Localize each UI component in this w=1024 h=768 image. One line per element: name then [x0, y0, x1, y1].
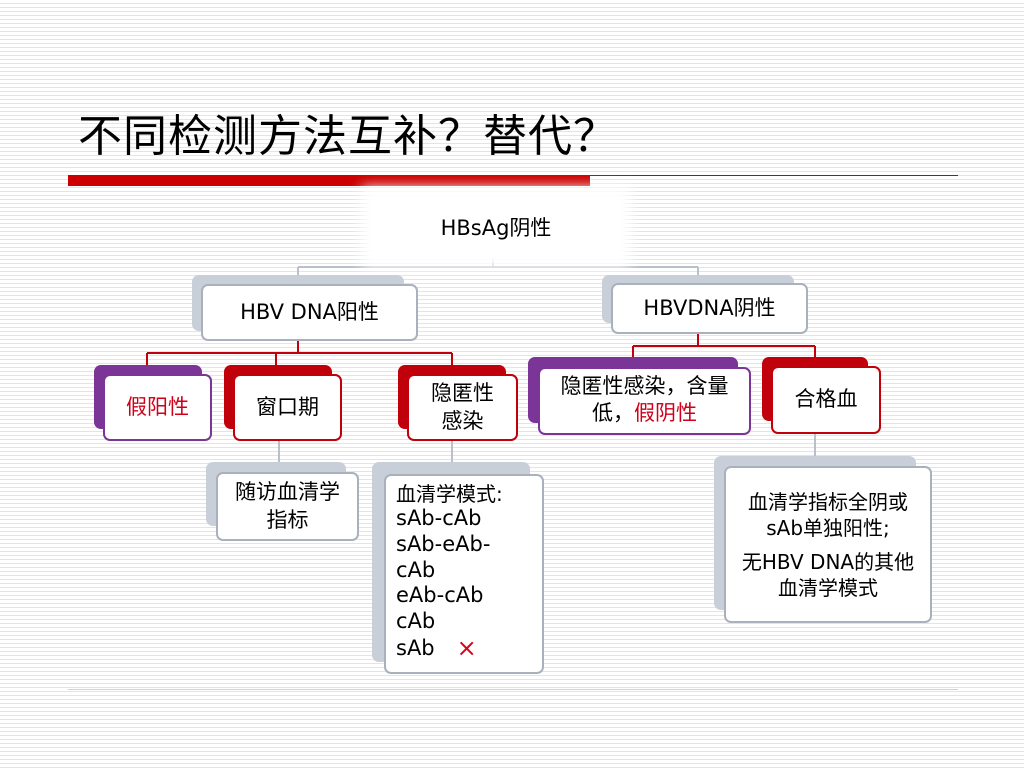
root-node: HBsAg阴性: [372, 197, 620, 257]
other-patterns-text: 无HBV DNA的其他血清学模式: [741, 549, 915, 600]
node-hbv-dna-positive: HBV DNA阳性: [201, 284, 418, 341]
node-window-period: 窗口期: [233, 374, 342, 441]
false-negative-text: 假阴性: [634, 401, 697, 426]
node-qualified-details: 血清学指标全阴或sAb单独阳性; 无HBV DNA的其他血清学模式: [724, 466, 932, 623]
page-title: 不同检测方法互补？替代？: [78, 111, 618, 162]
node-occult-infection: 隐匿性感染: [407, 374, 518, 441]
title-underline-line: [590, 175, 958, 176]
title-underline-bar: [68, 175, 590, 186]
node-follow-up: 随访血清学指标: [216, 472, 359, 541]
occult-low-text: 隐匿性感染，含量低，: [560, 374, 729, 426]
node-false-positive: 假阳性: [103, 374, 212, 441]
serology-pattern-item: sAb: [396, 636, 435, 661]
all-negative-text: 血清学指标全阴或sAb单独阳性;: [748, 489, 908, 540]
serology-pattern-item: cAb: [396, 608, 436, 633]
serology-pattern-item: sAb-cAb: [396, 506, 482, 531]
node-qualified-blood: 合格血: [771, 366, 881, 434]
serology-pattern-last: sAb ×: [396, 634, 477, 663]
node-serology-patterns: 血清学模式: sAb-cAb sAb-eAb-cAb eAb-cAb cAb s…: [384, 474, 544, 674]
node-occult-low: 隐匿性感染，含量低，假阴性: [538, 367, 751, 435]
serology-pattern-item: sAb-eAb-cAb: [396, 532, 491, 582]
serology-pattern-item: eAb-cAb: [396, 583, 484, 608]
footer-divider: [68, 689, 958, 690]
node-hbv-dna-negative: HBVDNA阴性: [611, 283, 808, 334]
serology-title: 血清学模式:: [396, 482, 503, 506]
cross-icon: ×: [456, 634, 477, 663]
